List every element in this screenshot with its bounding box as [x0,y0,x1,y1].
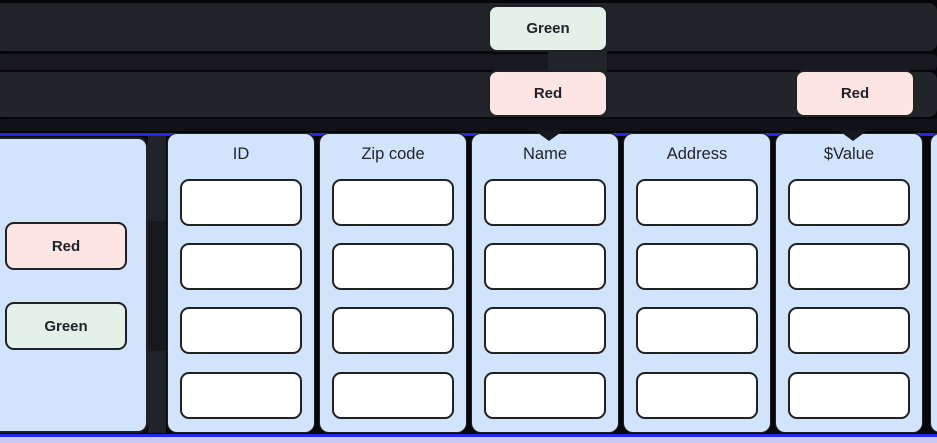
dark-row-footer [0,119,937,131]
column-value[interactable]: $Value [775,133,923,433]
column-address[interactable]: Address [623,133,771,433]
empty-cell-box[interactable] [788,372,910,419]
sidebar-panel[interactable] [0,137,148,433]
dark-row-spacer [0,54,937,70]
node-green-top[interactable]: Green [488,5,608,52]
empty-cell-box[interactable] [788,243,910,290]
empty-cell-box[interactable] [332,372,454,419]
column-name[interactable]: Name [471,133,619,433]
node-green-sidebar-label: Green [44,317,88,335]
connector-green-to-red [548,50,607,72]
column-id-header: ID [232,145,250,163]
pointer-triangle-name-column [534,130,564,141]
column-name-header: Name [522,145,567,163]
column-id[interactable]: ID [167,133,315,433]
pointer-triangle-value-column [838,130,868,141]
empty-cell-box[interactable] [332,307,454,354]
empty-cell-box[interactable] [332,243,454,290]
node-red-center[interactable]: Red [488,70,608,117]
column-zip-code-header: Zip code [361,145,425,163]
empty-cell-box[interactable] [636,179,758,226]
empty-cell-box[interactable] [788,179,910,226]
column-partial-right[interactable] [930,133,937,433]
empty-cell-box[interactable] [332,179,454,226]
node-red-sidebar[interactable]: Red [5,222,127,270]
empty-cell-box[interactable] [484,179,606,226]
node-green-sidebar[interactable]: Green [5,302,127,350]
empty-cell-box[interactable] [180,307,302,354]
dark-row-2 [0,72,937,117]
node-red-center-label: Red [533,85,563,102]
empty-cell-box[interactable] [180,179,302,226]
canvas-strip-purple [0,437,937,443]
empty-cell-box[interactable] [180,243,302,290]
node-red-sidebar-label: Red [51,237,81,255]
column-value-header: $Value [823,145,875,163]
node-green-top-label: Green [526,20,570,37]
empty-cell-box[interactable] [180,372,302,419]
empty-cell-box[interactable] [484,372,606,419]
node-red-right-label: Red [840,85,870,102]
column-address-header: Address [666,145,728,163]
selection-frame [0,133,937,437]
dark-row-1 [0,3,937,51]
empty-cell-box[interactable] [484,243,606,290]
empty-cell-box[interactable] [636,307,758,354]
node-red-right[interactable]: Red [795,70,915,117]
empty-cell-box[interactable] [484,307,606,354]
empty-cell-box[interactable] [636,372,758,419]
empty-cell-box[interactable] [788,307,910,354]
empty-cell-box[interactable] [636,243,758,290]
column-zip-code[interactable]: Zip code [319,133,467,433]
